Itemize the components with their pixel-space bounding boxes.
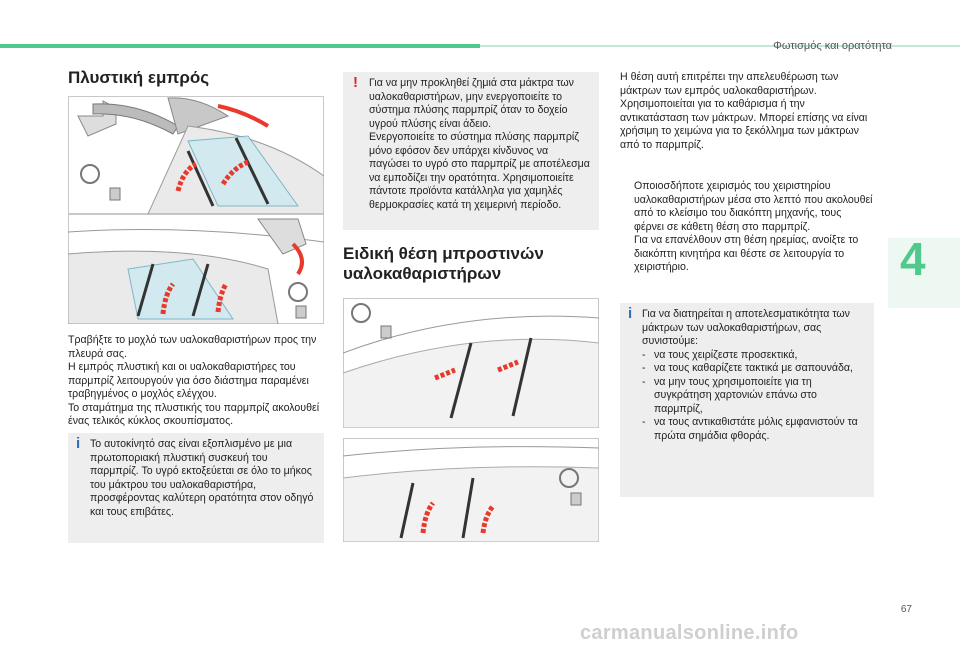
illustration-washer-pull-lower	[68, 214, 324, 324]
warning-icon: !	[353, 74, 358, 91]
care-text: να μην τους χρησιμοποιείτε για τη συγκρά…	[654, 375, 817, 415]
info-icon: i	[76, 435, 81, 452]
warning-text: Για να μην προκληθεί ζημιά στα μάκτρα τω…	[369, 77, 574, 130]
chapter-number: 4	[900, 233, 926, 285]
front-washer-text: Τραβήξτε το μοχλό των υαλοκαθαριστήρων π…	[68, 334, 326, 429]
page-number: 67	[900, 604, 912, 615]
section-title-front-washer: Πλυστική εμπρός	[68, 68, 210, 87]
care-item: -να μην τους χρησιμοποιείτε για τη συγκρ…	[642, 376, 866, 417]
illustration-washer-pull-upper	[68, 96, 324, 214]
care-text: να τους καθαρίζετε τακτικά με σαπουνάδα,	[654, 362, 853, 374]
header-rule	[480, 45, 960, 47]
step-item: Για να επανέλθουν στη θέση ηρεμίας, ανοί…	[620, 234, 874, 275]
info-note-text: Το αυτοκίνητό σας είναι εξοπλισμένο με μ…	[90, 438, 314, 518]
dash-mark: -	[642, 416, 646, 428]
info-note-washer: i Το αυτοκίνητό σας είναι εξοπλισμένο με…	[68, 433, 324, 543]
paragraph: Το σταμάτημα της πλυστικής του παρμπρίζ …	[68, 401, 320, 428]
running-head: Φωτισμός και ορατότητα	[773, 40, 892, 52]
info-icon: i	[628, 305, 633, 322]
step-item: Οποιοσδήποτε χειρισμός του χειριστηρίου …	[620, 180, 874, 234]
dash-mark: -	[642, 348, 646, 361]
paragraph: Τραβήξτε το μοχλό των υαλοκαθαριστήρων π…	[68, 334, 317, 360]
warning-note: ! Για να μην προκληθεί ζημιά στα μάκτρα …	[343, 72, 599, 230]
care-item: -να τους χειρίζεστε προσεκτικά,	[642, 349, 866, 363]
step-text: Οποιοσδήποτε χειρισμός του χειριστηρίου …	[634, 180, 873, 233]
special-position-steps: Οποιοσδήποτε χειρισμός του χειριστηρίου …	[620, 180, 874, 275]
special-position-intro: Η θέση αυτή επιτρέπει την απελευθέρωση τ…	[620, 71, 868, 151]
paragraph: Η εμπρός πλυστική και οι υαλοκαθαριστήρε…	[68, 361, 309, 400]
info-note-wiper-care: i Για να διατηρείται η αποτελεσματικότητ…	[620, 303, 874, 497]
dash-mark: -	[642, 375, 646, 388]
dash-mark: -	[642, 362, 646, 374]
warning-text: Ενεργοποιείτε το σύστημα πλύσης παρμπρίζ…	[369, 131, 590, 211]
care-item: -να τους αντικαθιστάτε μόλις εμφανιστούν…	[642, 416, 866, 443]
illustration-wiper-vertical-lower	[343, 438, 599, 542]
header-accent-bar	[0, 44, 480, 48]
illustration-wiper-vertical-upper	[343, 298, 599, 428]
chapter-tab	[888, 238, 960, 308]
section-title-special-position: Ειδική θέση μπροστινών υαλοκαθαριστήρων	[343, 244, 544, 283]
care-text: να τους χειρίζεστε προσεκτικά,	[654, 348, 798, 361]
care-item: -να τους καθαρίζετε τακτικά με σαπουνάδα…	[642, 362, 866, 376]
step-text: Για να επανέλθουν στη θέση ηρεμίας, ανοί…	[634, 234, 859, 273]
watermark: carmanualsonline.info	[580, 622, 799, 644]
info-note-intro: Για να διατηρείται η αποτελεσματικότητα …	[642, 308, 850, 347]
care-text: να τους αντικαθιστάτε μόλις εμφανιστούν …	[654, 416, 858, 442]
